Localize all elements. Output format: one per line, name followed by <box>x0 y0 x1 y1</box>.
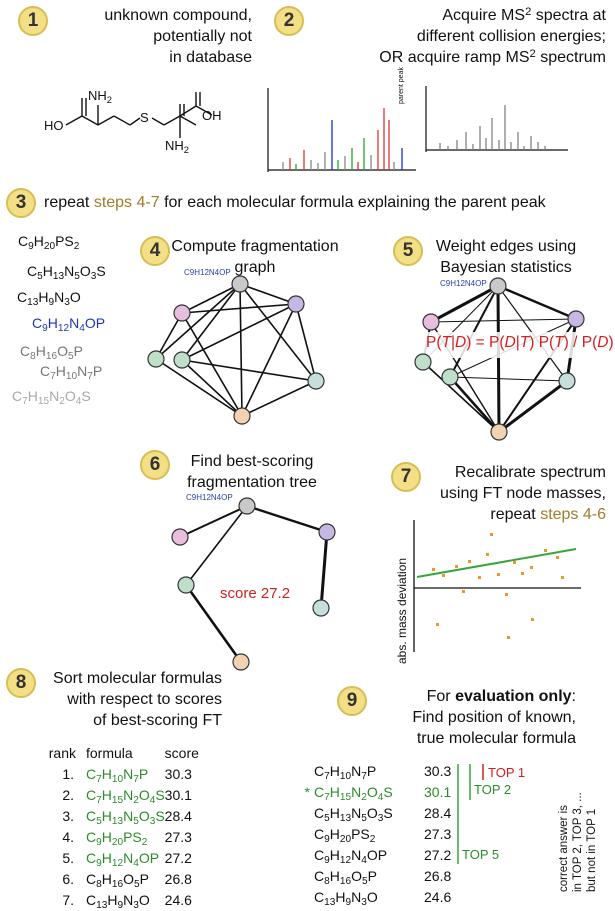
ranking-row: 5.C9H12N4OP27.2 <box>10 847 215 868</box>
evaluation-row: C9H20PS227.3 <box>300 823 451 844</box>
step-badge-5: 5 <box>393 236 423 266</box>
step8-line3: of best-scoring FT <box>36 710 222 731</box>
ranking-row: 4.C9H20PS227.3 <box>10 826 215 847</box>
evaluation-note: correct answer is in TOP 2, TOP 3, ... b… <box>557 792 599 892</box>
ranking-row: 2.C7H15N2O4S30.1 <box>10 784 215 805</box>
step8-line1: Sort molecular formulas <box>36 668 222 689</box>
step-badge-3: 3 <box>6 188 36 218</box>
ranking-table: rank formula score 1.C7H10N7P30.3 2.C7H1… <box>10 742 215 910</box>
weighted-graph-root-label: C9H12N4OP <box>440 279 487 288</box>
candidate-formula-6: C7H10N7P <box>40 362 102 380</box>
candidate-formula-1: C9H20PS2 <box>18 232 79 250</box>
top2-label: TOP 2 <box>474 782 511 797</box>
step-badge-4: 4 <box>140 236 170 266</box>
candidate-formula-2: C5H13N5O3S <box>27 262 106 280</box>
candidate-formula-7: C7H15N2O4S <box>12 387 91 405</box>
evaluation-row: C7H10N7P30.3 <box>300 760 451 781</box>
molecule-structure <box>66 98 196 138</box>
step8-text: Sort molecular formulas with respect to … <box>36 668 222 731</box>
step-badge-6: 6 <box>140 450 170 480</box>
score-header: score <box>165 742 215 763</box>
evaluation-table: C7H10N7P30.3 *C7H15N2O4S30.1 C5H13N5O3S2… <box>300 760 451 907</box>
step2-text: Acquire MS2 spectra at different collisi… <box>300 5 606 68</box>
candidate-formula-3: C13H9N3O <box>17 288 81 306</box>
ranking-row: 7.C13H9N3O24.6 <box>10 889 215 910</box>
evaluation-note-line2: in TOP 2, TOP 3, ... <box>571 792 585 892</box>
step7-line2: using FT node masses, <box>426 483 606 504</box>
step1-line2: potentially not <box>56 26 252 47</box>
recalibration-plot <box>414 520 581 652</box>
step-badge-8: 8 <box>6 668 36 698</box>
step6-line2: fragmentation tree <box>172 472 332 493</box>
ms2-spectrum-1 <box>268 88 416 172</box>
molecule-ho: HO <box>44 118 64 133</box>
step5-line1: Weight edges using <box>426 236 586 257</box>
steps-4-6-link: steps 4-6 <box>540 506 606 523</box>
step7-line3: repeat steps 4-6 <box>426 504 606 525</box>
step9-text: For evaluation only: Find position of kn… <box>370 686 576 749</box>
step1-line1: unknown compound, <box>56 5 252 26</box>
evaluation-row: C5H13N5O3S28.4 <box>300 802 451 823</box>
step6-line1: Find best-scoring <box>172 451 332 472</box>
ranking-row: 3.C5H13N5O3S28.4 <box>10 805 215 826</box>
parent-peak-label: parent peak <box>398 67 405 104</box>
ranking-row: 6.C8H16O5P26.8 <box>10 868 215 889</box>
step7-text: Recalibrate spectrum using FT node masse… <box>426 462 606 525</box>
fragmentation-graph <box>148 276 324 424</box>
bayes-formula: P(T|D) = P(D|T) P(T) / P(D) <box>426 334 614 352</box>
step1-line3: in database <box>56 47 252 68</box>
fragmentation-tree <box>172 498 335 670</box>
evaluation-note-line3: but not in TOP 1 <box>585 792 599 892</box>
top1-label: TOP 1 <box>488 765 525 780</box>
top5-label: TOP 5 <box>462 847 499 862</box>
step3-text: repeat steps 4-7 for each molecular form… <box>44 192 546 213</box>
step1-text: unknown compound, potentially not in dat… <box>56 5 252 68</box>
step-badge-7: 7 <box>391 462 421 492</box>
step2-line3: OR acquire ramp MS2 spectrum <box>300 47 606 68</box>
ranking-header-row: rank formula score <box>10 742 215 763</box>
ms2-spectrum-2 <box>426 86 568 152</box>
weighted-graph <box>415 278 615 440</box>
tree-score: score 27.2 <box>220 585 290 602</box>
rank-header: rank <box>10 742 82 763</box>
step-badge-1: 1 <box>18 6 48 36</box>
mass-deviation-axis-label: abs. mass deviation <box>395 558 409 664</box>
step6-text: Find best-scoring fragmentation tree <box>172 451 332 493</box>
evaluation-row: C9H12N4OP27.2 <box>300 844 451 865</box>
formula-header: formula <box>82 742 165 763</box>
step2-line1: Acquire MS2 spectra at <box>300 5 606 26</box>
step2-line2: different collision energies; <box>300 26 606 47</box>
candidate-formula-4: C9H12N4OP <box>32 314 105 332</box>
molecule-nh2-bottom: NH2 <box>165 138 189 153</box>
step9-line2: Find position of known, <box>370 707 576 728</box>
candidate-formula-5: C8H16O5P <box>20 342 83 360</box>
correct-marker: * <box>300 781 314 802</box>
step4-line1: Compute fragmentation <box>170 236 340 257</box>
step9-line1: For evaluation only: <box>370 686 576 707</box>
molecule-oh: OH <box>202 108 222 123</box>
ranking-row: 1.C7H10N7P30.3 <box>10 763 215 784</box>
graph-root-label: C9H12N4OP <box>184 268 231 277</box>
step5-line2: Bayesian statistics <box>426 257 586 278</box>
step-badge-9: 9 <box>337 686 367 716</box>
step5-text: Weight edges using Bayesian statistics <box>426 236 586 278</box>
evaluation-row: *C7H15N2O4S30.1 <box>300 781 451 802</box>
tree-root-label: C9H12N4OP <box>186 493 233 502</box>
evaluation-row: C8H16O5P26.8 <box>300 865 451 886</box>
steps-4-7-link: steps 4-7 <box>94 194 160 211</box>
step7-line1: Recalibrate spectrum <box>426 462 606 483</box>
molecule-nh2-top: NH2 <box>88 88 112 103</box>
evaluation-note-line1: correct answer is <box>557 792 571 892</box>
step8-line2: with respect to scores <box>36 689 222 710</box>
molecule-s: S <box>140 110 149 125</box>
evaluation-row: C13H9N3O24.6 <box>300 886 451 907</box>
step9-line3: true molecular formula <box>370 728 576 749</box>
